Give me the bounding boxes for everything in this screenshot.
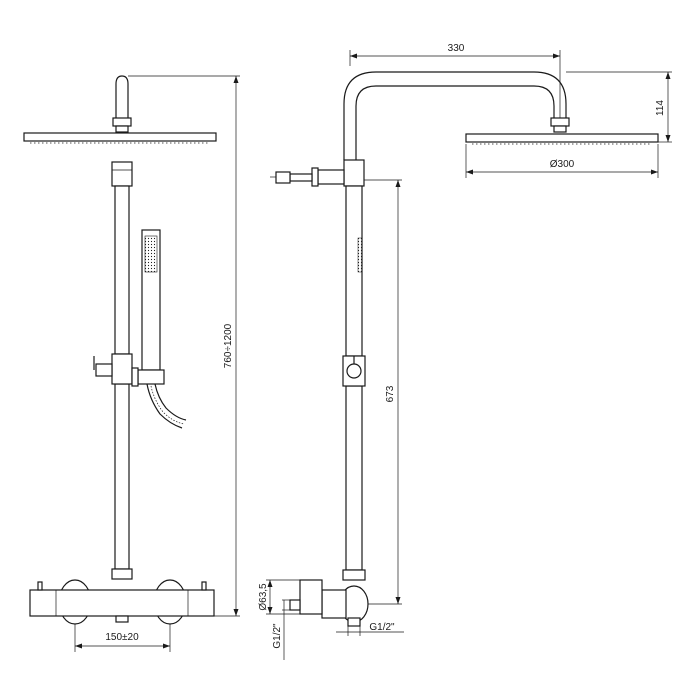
side-view: 330 114 Ø300 673 [258, 43, 672, 660]
front-upper-clamp [111, 161, 133, 187]
dim-inlet-thread-left [282, 599, 290, 660]
dim-head-drop [566, 71, 672, 143]
side-diverter-body [317, 169, 345, 185]
front-holder-bracket [131, 367, 139, 387]
side-diverter-stem [289, 173, 313, 182]
dim-inlet-thread-bottom [336, 626, 404, 636]
front-riser-lower [114, 383, 130, 570]
front-mixer-body [29, 589, 215, 617]
dim-mixer-centers [74, 624, 171, 652]
front-shower-head [23, 132, 217, 142]
side-mixer-outlet [347, 617, 361, 627]
side-arm-joint [553, 125, 567, 133]
side-mixer-body [321, 589, 347, 619]
side-hand-shower-edge [357, 237, 363, 273]
front-hose [146, 383, 183, 429]
side-wall-inlet [289, 599, 301, 611]
side-diverter-flange [311, 167, 319, 187]
side-slider-knob [346, 363, 362, 379]
side-arm-outer [343, 71, 567, 160]
front-slider-knob [95, 363, 113, 377]
side-upper-clamp [343, 159, 365, 187]
dim-connector-diameter [266, 579, 300, 615]
front-arm [115, 75, 129, 118]
dim-total-height [128, 75, 240, 617]
dim-head-drop-label: 114 [655, 100, 666, 116]
front-riser-upper [114, 185, 130, 355]
dim-mixer-centers-label: 150±20 [105, 632, 139, 643]
dim-head-diameter-label: Ø300 [550, 159, 575, 170]
dim-total-height-label: 760÷1200 [223, 323, 234, 368]
front-hand-shower-holder [137, 369, 165, 385]
front-slider [111, 353, 133, 385]
front-hand-shower-nozzles [144, 235, 158, 273]
front-arm-nut [112, 117, 132, 127]
side-diverter-knob [275, 171, 291, 184]
front-mixer-outlet [115, 615, 129, 623]
front-riser-base-nut [111, 568, 133, 580]
front-right-handle-pin [201, 581, 207, 591]
dim-arm-length [349, 50, 561, 118]
dim-connector-diameter-label: Ø63,5 [258, 583, 269, 611]
side-arm-nut [550, 117, 570, 127]
dim-arm-length-label: 330 [448, 43, 465, 54]
dim-bar-height-label: 673 [385, 385, 396, 402]
front-left-handle-pin [37, 581, 43, 591]
front-view: 760÷1200 150±20 [23, 75, 240, 652]
dim-inlet-thread-bottom-label: G1/2" [369, 622, 395, 633]
side-shower-head [465, 133, 659, 143]
side-riser-lower [345, 385, 363, 571]
dim-inlet-thread-left-label: G1/2" [272, 623, 283, 649]
side-wall-connector [299, 579, 323, 615]
dim-head-diameter [465, 144, 659, 178]
front-arm-joint [115, 125, 129, 133]
side-riser-base-nut [342, 569, 366, 581]
side-arm-inner [355, 85, 555, 160]
dim-bar-height [364, 179, 402, 605]
